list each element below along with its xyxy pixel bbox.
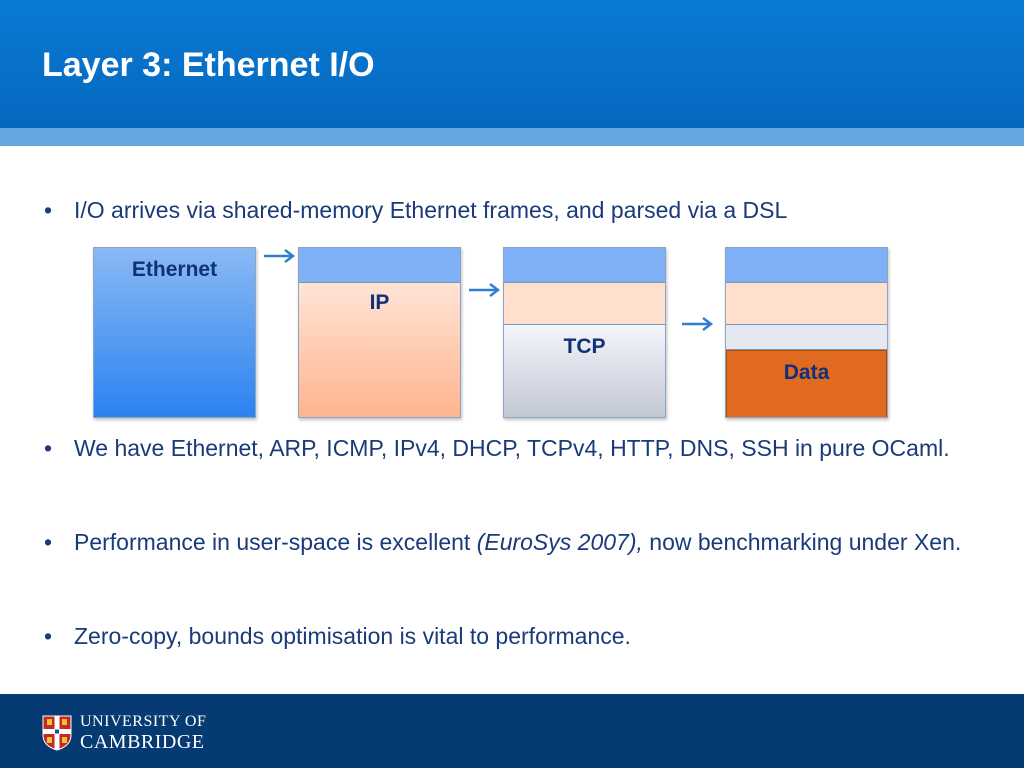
ethernet-header-segment xyxy=(504,248,665,283)
ip-header-segment xyxy=(726,283,887,325)
bullet-item-1: • I/O arrives via shared-memory Ethernet… xyxy=(44,194,984,227)
slide-title: Layer 3: Ethernet I/O xyxy=(42,46,375,84)
bullet-item-2: • We have Ethernet, ARP, ICMP, IPv4, DHC… xyxy=(44,432,984,465)
university-line2: CAMBRIDGE xyxy=(80,731,205,753)
ip-label: IP xyxy=(369,291,390,314)
ip-header-segment xyxy=(504,283,665,325)
ethernet-frame: Ethernet xyxy=(93,247,256,418)
bullet-text: Zero-copy, bounds optimisation is vital … xyxy=(74,623,631,649)
bullet-dot: • xyxy=(44,623,53,649)
header-stripe xyxy=(0,128,1024,146)
footer-bar xyxy=(0,694,1024,768)
bullet-text-prefix: Performance in user-space is excellent xyxy=(74,529,477,555)
ethernet-header-segment xyxy=(726,248,887,283)
bullet-text-suffix: now benchmarking under Xen. xyxy=(642,529,962,555)
bullet-dot: • xyxy=(44,529,53,555)
ip-segment: IP xyxy=(299,283,460,417)
bullet-item-3: • Performance in user-space is excellent… xyxy=(44,526,984,559)
ip-frame: IP xyxy=(298,247,461,418)
ethernet-label: Ethernet xyxy=(131,258,218,281)
tcp-frame: TCP xyxy=(503,247,666,418)
arrow-right-icon xyxy=(682,317,714,331)
tcp-label: TCP xyxy=(563,335,606,358)
bullet-text: We have Ethernet, ARP, ICMP, IPv4, DHCP,… xyxy=(74,435,950,461)
bullet-dot: • xyxy=(44,435,53,461)
tcp-header-segment xyxy=(726,325,887,350)
tcp-segment: TCP xyxy=(504,325,665,417)
bullet-item-4: • Zero-copy, bounds optimisation is vita… xyxy=(44,620,984,653)
bullet-text: I/O arrives via shared-memory Ethernet f… xyxy=(74,197,788,223)
citation-text: (EuroSys 2007), xyxy=(476,529,643,555)
university-line1: UNIVERSITY OF xyxy=(80,713,207,730)
ethernet-header-segment xyxy=(299,248,460,283)
data-segment: Data xyxy=(726,350,887,417)
bullet-text: Performance in user-space is excellent (… xyxy=(74,526,984,559)
header-bar xyxy=(0,0,1024,128)
university-crest-icon xyxy=(42,715,72,751)
bullet-dot: • xyxy=(44,197,53,223)
university-logo-text: UNIVERSITY OF CAMBRIDGE xyxy=(80,712,206,752)
arrow-right-icon xyxy=(469,283,501,297)
data-label: Data xyxy=(783,361,830,384)
arrow-right-icon xyxy=(264,249,296,263)
data-frame: Data xyxy=(725,247,888,418)
